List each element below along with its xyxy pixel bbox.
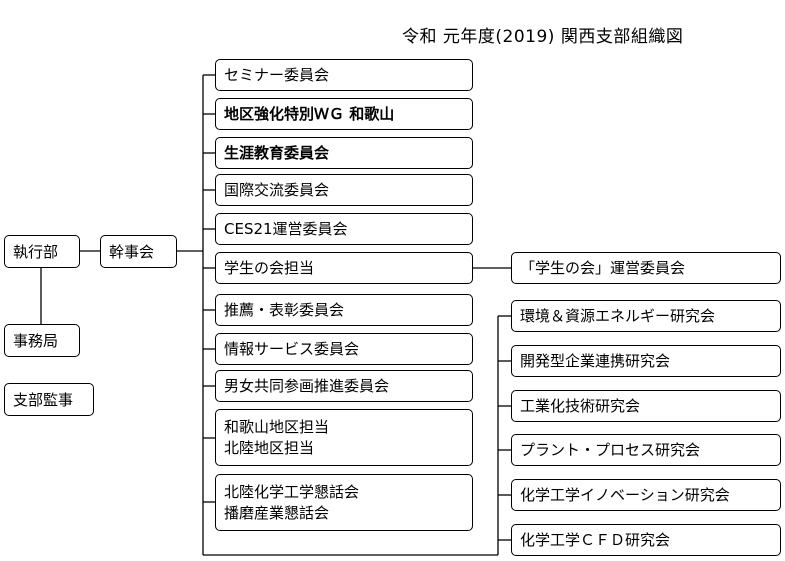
committee-seminar[interactable]: セミナー委員会 <box>215 59 473 91</box>
committee-wakayama-wg[interactable]: 地区強化特別ＷＧ 和歌山 <box>215 98 473 130</box>
auditor-box[interactable]: 支部監事 <box>4 383 94 416</box>
forums-box[interactable]: 北陸化学工学懇話会 播磨産業懇話会 <box>215 474 473 531</box>
regional-wakayama: 和歌山地区担当 <box>224 417 330 436</box>
research-cfd[interactable]: 化学工学ＣＦＤ研究会 <box>511 524 781 556</box>
research-industrialization[interactable]: 工業化技術研究会 <box>511 390 781 422</box>
committee-ces21[interactable]: CES21運営委員会 <box>215 213 473 245</box>
research-development-cooperation[interactable]: 開発型企業連携研究会 <box>511 345 781 377</box>
committee-awards[interactable]: 推薦・表彰委員会 <box>215 294 473 326</box>
committee-student-liaison[interactable]: 学生の会担当 <box>215 252 473 284</box>
forum-hokuriku: 北陸化学工学懇話会 <box>224 482 360 501</box>
student-committee-box[interactable]: 「学生の会」運営委員会 <box>511 252 781 284</box>
research-innovation[interactable]: 化学工学イノベーション研究会 <box>511 479 781 511</box>
committee-info-service[interactable]: 情報サービス委員会 <box>215 333 473 365</box>
research-plant-process[interactable]: プラント・プロセス研究会 <box>511 434 781 466</box>
secretariat-box[interactable]: 事務局 <box>4 324 80 357</box>
chart-title: 令和 元年度(2019) 関西支部組織図 <box>402 27 684 47</box>
research-environment-energy[interactable]: 環境＆資源エネルギー研究会 <box>511 300 781 332</box>
regional-liaison-box[interactable]: 和歌山地区担当 北陸地区担当 <box>215 409 473 466</box>
executive-box[interactable]: 執行部 <box>4 235 80 268</box>
committee-international[interactable]: 国際交流委員会 <box>215 174 473 206</box>
regional-hokuriku: 北陸地区担当 <box>224 438 315 457</box>
forum-harima: 播磨産業懇話会 <box>224 503 330 522</box>
committee-gender-equality[interactable]: 男女共同参画推進委員会 <box>215 370 473 402</box>
board-box[interactable]: 幹事会 <box>100 235 177 268</box>
committee-lifelong-education[interactable]: 生涯教育委員会 <box>215 137 473 169</box>
